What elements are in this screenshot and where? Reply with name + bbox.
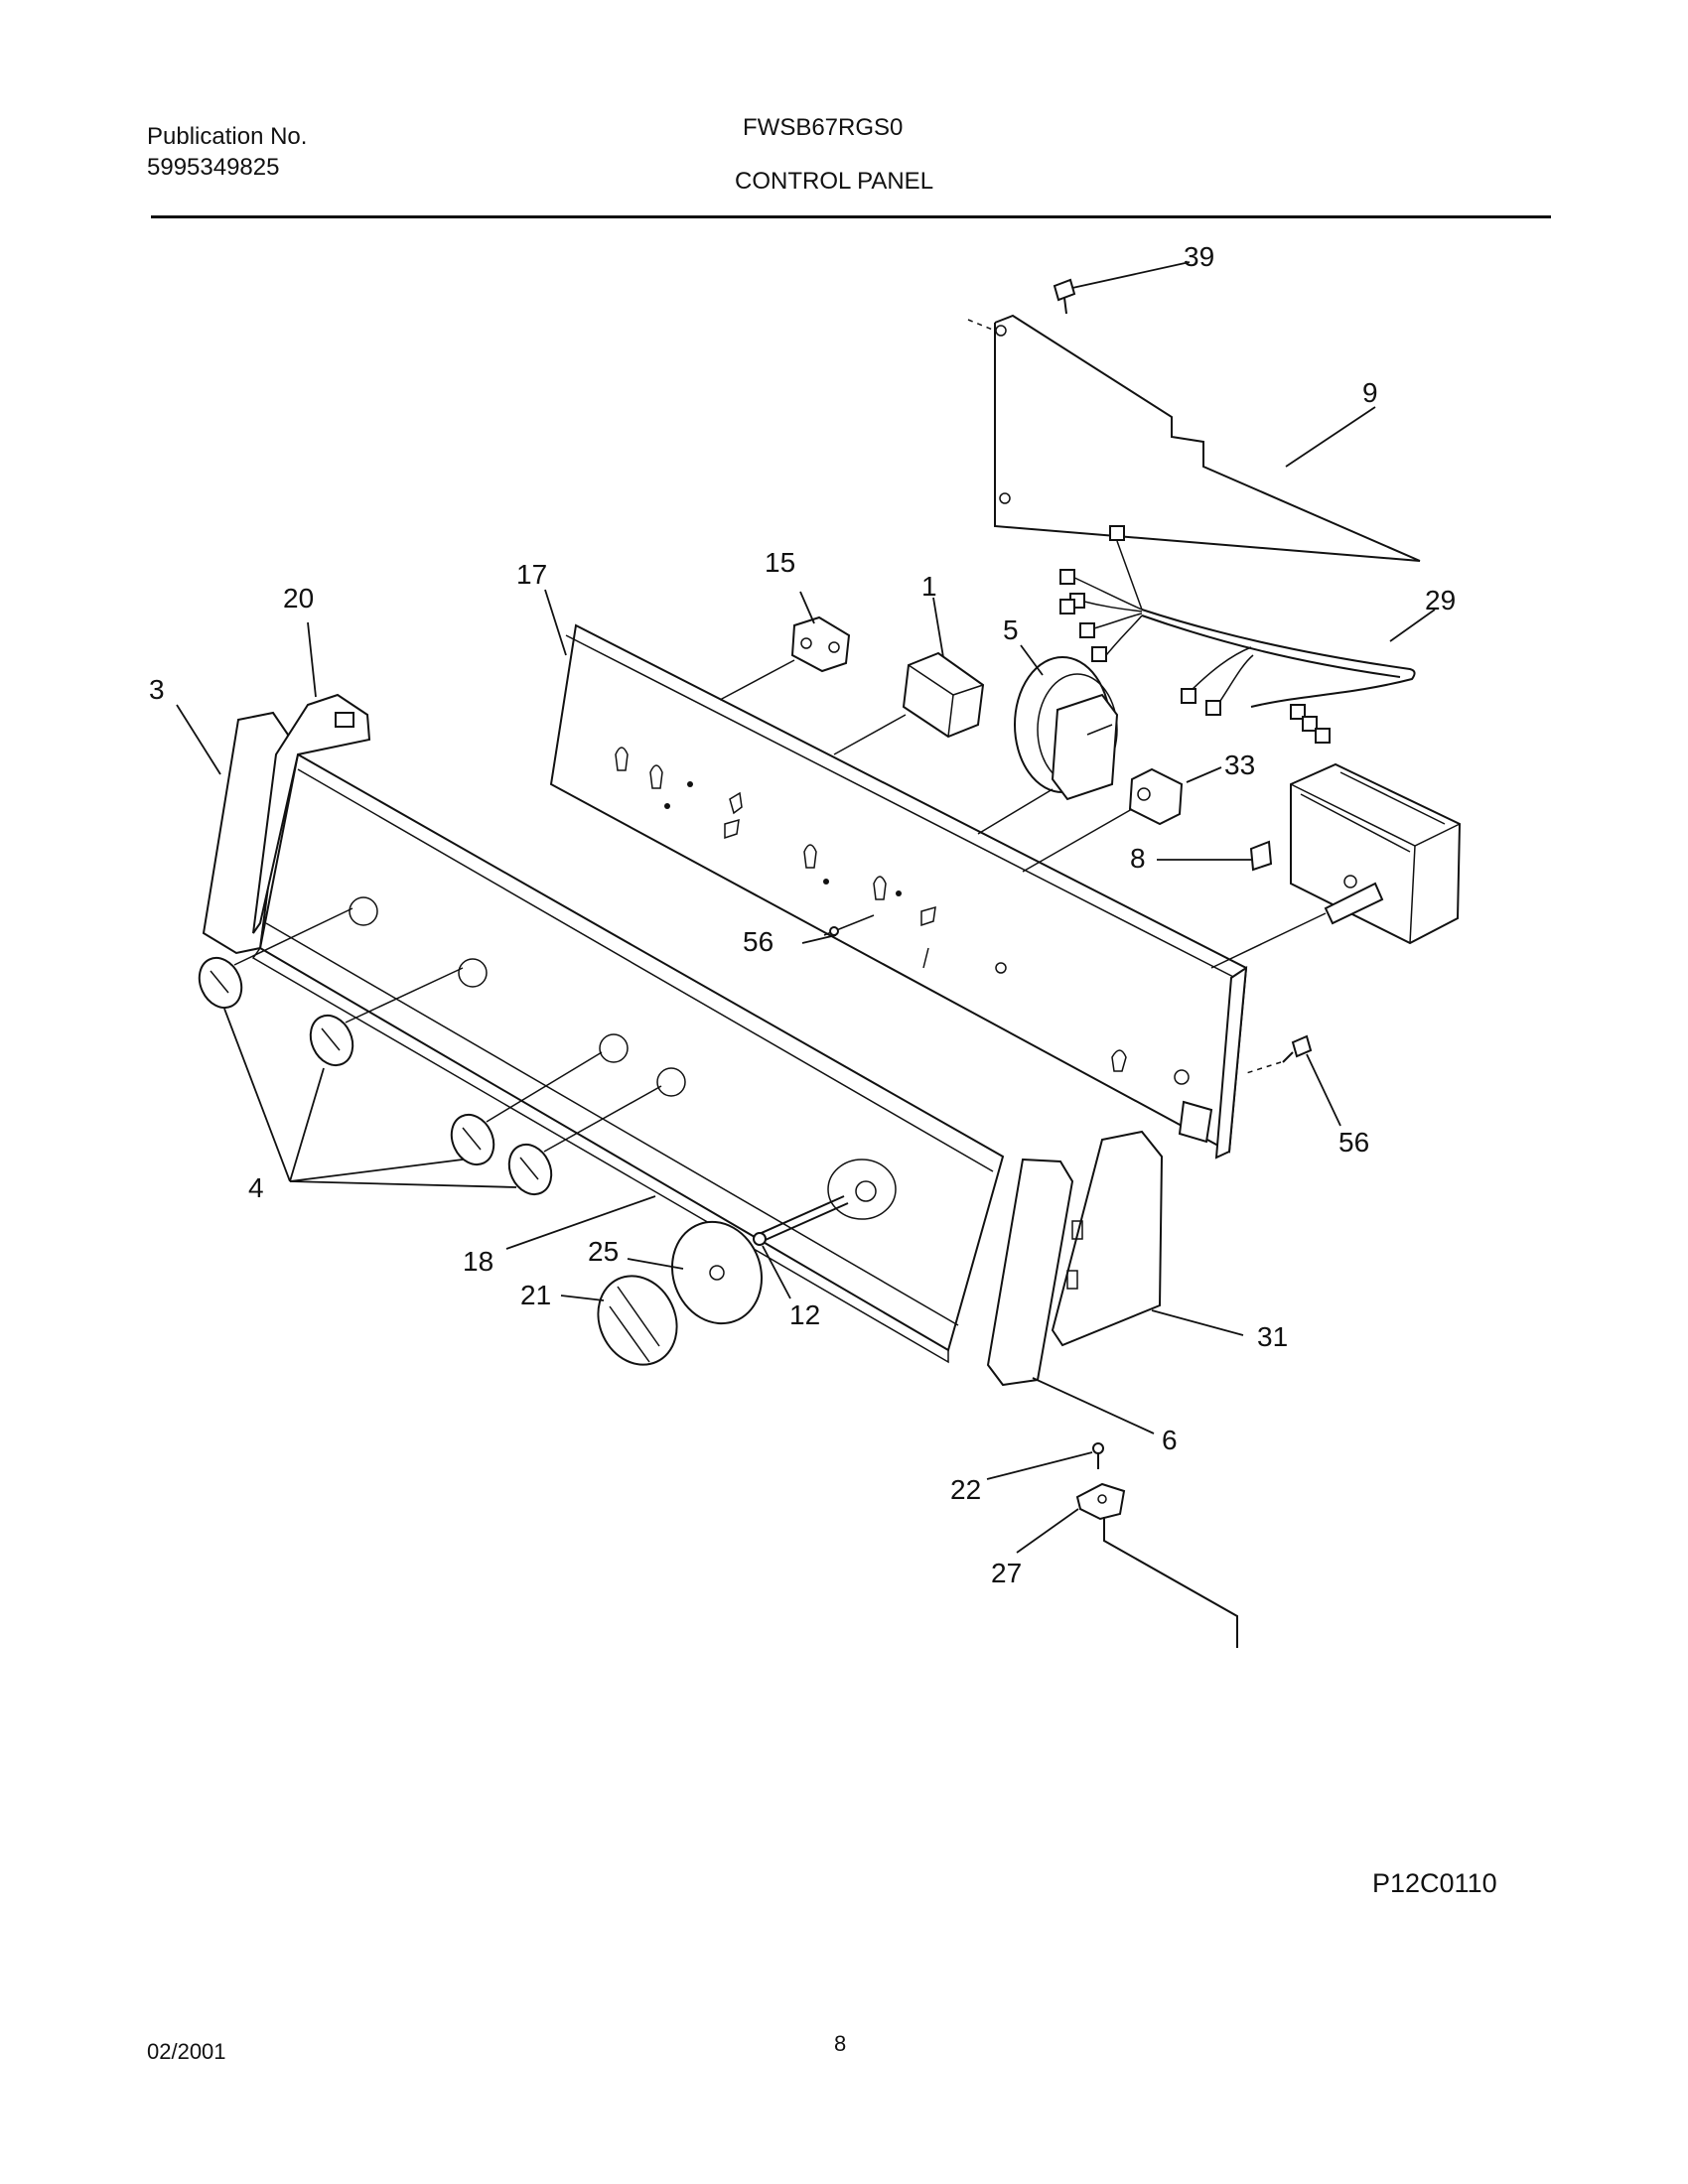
end-cap-part-31 bbox=[1051, 1130, 1164, 1347]
callout-1: 1 bbox=[921, 571, 937, 602]
console-back-part-17 bbox=[549, 623, 1248, 1160]
knob-part-4 bbox=[198, 907, 662, 1196]
bracket-part-27 bbox=[1075, 1482, 1238, 1648]
callout-5: 5 bbox=[1003, 614, 1019, 645]
timer-part-8 bbox=[1210, 762, 1462, 969]
callout-17: 17 bbox=[516, 559, 547, 590]
callout-20: 20 bbox=[283, 583, 314, 614]
callout-6: 6 bbox=[1162, 1425, 1178, 1455]
timer-knob-part-21 bbox=[597, 1275, 678, 1366]
callout-56-right: 56 bbox=[1338, 1127, 1369, 1158]
dial-part-25 bbox=[670, 1220, 764, 1325]
callout-3: 3 bbox=[149, 674, 165, 705]
callout-labels: 39 9 29 15 17 1 5 20 3 33 8 56 56 4 18 2… bbox=[149, 241, 1456, 1588]
end-bracket-part-20 bbox=[252, 693, 371, 934]
callout-8: 8 bbox=[1130, 843, 1146, 874]
model-number: FWSB67RGS0 bbox=[743, 114, 904, 141]
publication-label: Publication No. bbox=[147, 123, 308, 150]
rear-panel-part-9 bbox=[967, 314, 1421, 562]
section-title: CONTROL PANEL bbox=[735, 168, 934, 195]
callout-18: 18 bbox=[463, 1246, 493, 1277]
screw-part-22 bbox=[1092, 1442, 1104, 1469]
shaft-part-12 bbox=[753, 1195, 849, 1246]
publication-number: 5995349825 bbox=[147, 154, 280, 181]
wire-harness-part-29 bbox=[1059, 525, 1416, 744]
switch-part-33 bbox=[1022, 767, 1184, 873]
callout-31: 31 bbox=[1257, 1321, 1288, 1352]
footer-date: 02/2001 bbox=[147, 2039, 226, 2064]
screw-part-39 bbox=[1053, 278, 1076, 315]
callout-22: 22 bbox=[950, 1474, 981, 1505]
switch-part-15 bbox=[719, 615, 851, 701]
callout-56-board: 56 bbox=[743, 926, 774, 957]
callout-27: 27 bbox=[991, 1558, 1022, 1588]
callout-12: 12 bbox=[789, 1299, 820, 1330]
callout-39: 39 bbox=[1184, 241, 1214, 272]
callout-29: 29 bbox=[1425, 585, 1456, 615]
callout-4: 4 bbox=[248, 1172, 264, 1203]
page-number: 8 bbox=[834, 2031, 847, 2056]
callout-33: 33 bbox=[1224, 750, 1255, 780]
screw-part-56-right bbox=[1242, 1034, 1313, 1075]
end-cap-part-6 bbox=[986, 1158, 1074, 1387]
console-front-part-18 bbox=[251, 752, 1005, 1364]
drawing-code: P12C0110 bbox=[1372, 1868, 1497, 1898]
callout-9: 9 bbox=[1362, 377, 1378, 408]
callout-leaders bbox=[176, 261, 1436, 1554]
callout-15: 15 bbox=[765, 547, 795, 578]
callout-21: 21 bbox=[520, 1280, 551, 1310]
header-divider bbox=[151, 215, 1551, 218]
callout-25: 25 bbox=[588, 1236, 619, 1267]
water-level-switch-part-5 bbox=[977, 656, 1119, 835]
switch-part-1 bbox=[833, 651, 985, 755]
